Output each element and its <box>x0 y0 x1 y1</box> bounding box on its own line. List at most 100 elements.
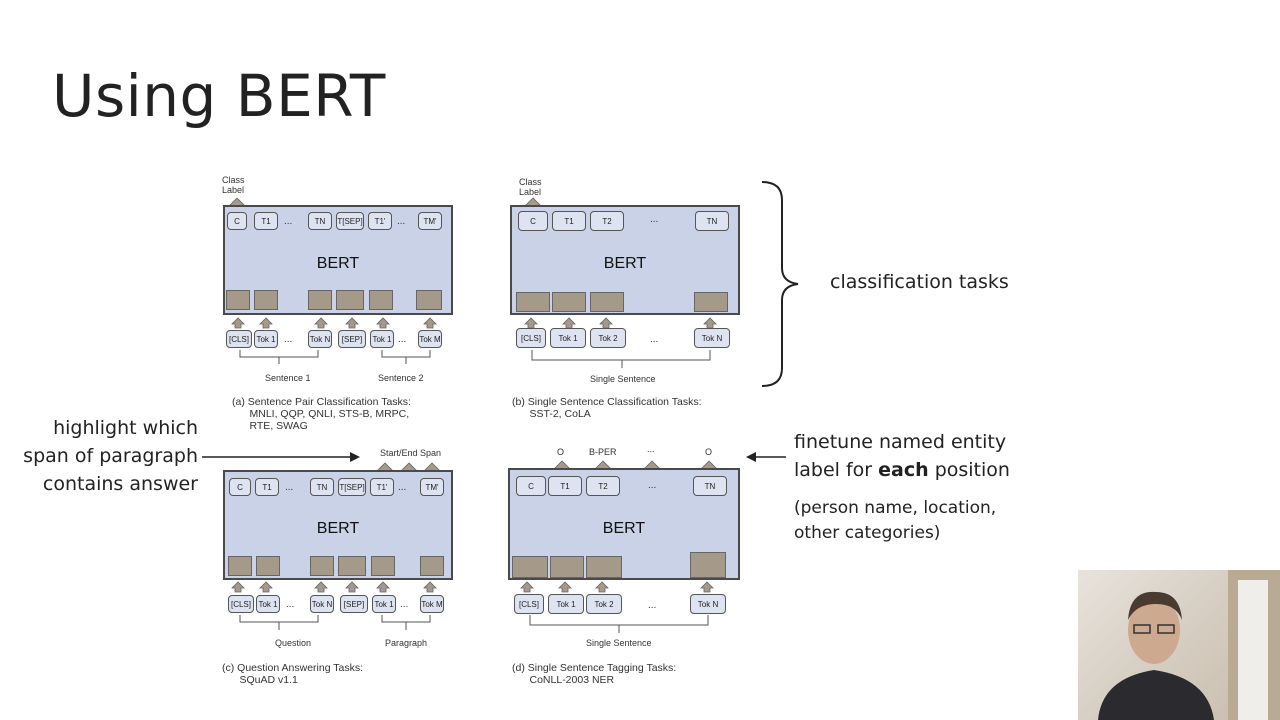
ellipsis: ... <box>648 480 657 491</box>
bracket-single-sentence-b <box>531 350 711 368</box>
embedding-block <box>371 556 395 576</box>
input-token: [SEP] <box>340 595 368 613</box>
bracket-question <box>239 615 319 630</box>
note-ner-text: position <box>928 459 1010 481</box>
embedding-block <box>338 556 366 576</box>
note-ner-line: finetune named entity <box>794 431 1007 453</box>
output-token: T[SEP] <box>338 478 366 496</box>
output-token: C <box>229 478 251 496</box>
embedding-block <box>336 290 364 310</box>
ellipsis: ... <box>397 216 406 227</box>
ellipsis: ... <box>400 599 409 610</box>
classification-brace <box>761 181 799 387</box>
note-span-line: highlight which <box>53 417 198 439</box>
embedding-block <box>590 292 624 312</box>
group-label: Question <box>275 638 312 648</box>
input-token: Tok N <box>694 328 730 348</box>
output-token: TN <box>308 212 332 230</box>
embedding-block <box>694 292 728 312</box>
ner-tag: O <box>705 447 713 457</box>
input-token: Tok 2 <box>590 328 626 348</box>
input-token: Tok 1 <box>370 330 394 348</box>
output-token: C <box>227 212 247 230</box>
output-token: TM' <box>420 478 444 496</box>
input-token: Tok N <box>310 595 334 613</box>
input-token: Tok M <box>420 595 444 613</box>
input-token: [SEP] <box>338 330 366 348</box>
output-token: T1' <box>368 212 392 230</box>
embedding-block <box>308 290 332 310</box>
note-span: highlight which span of paragraph contai… <box>10 414 198 498</box>
note-ner-examples: (person name, location, other categories… <box>794 496 996 546</box>
caption-a: (a) Sentence Pair Classification Tasks: … <box>232 396 411 432</box>
input-token: [CLS] <box>228 595 254 613</box>
input-token: [CLS] <box>516 328 546 348</box>
output-token: TN <box>695 211 729 231</box>
input-token: Tok 1 <box>254 330 278 348</box>
embedding-block <box>310 556 334 576</box>
output-token: TN <box>693 476 727 496</box>
ellipsis: ... <box>284 216 293 227</box>
input-token: Tok 1 <box>550 328 586 348</box>
ner-tag: ... <box>647 444 655 454</box>
note-ner: finetune named entity label for each pos… <box>794 428 1010 484</box>
output-token: TM' <box>418 212 442 230</box>
bert-label-d: BERT <box>602 520 646 537</box>
caption-c: (c) Question Answering Tasks: SQuAD v1.1 <box>222 662 364 686</box>
class-label-b: Class Label <box>519 177 542 197</box>
caption-d: (d) Single Sentence Tagging Tasks: CoNLL… <box>512 662 677 686</box>
note-ner-example-line: other categories) <box>794 523 941 543</box>
presenter-silhouette <box>1098 570 1280 720</box>
input-token: [CLS] <box>514 594 544 614</box>
bert-label-c: BERT <box>316 520 360 537</box>
bracket-sentence-2 <box>381 350 431 364</box>
ellipsis: ... <box>286 599 295 610</box>
group-label: Sentence 1 <box>265 373 311 383</box>
ellipsis: ... <box>648 600 657 611</box>
embedding-block <box>420 556 444 576</box>
embedding-block <box>228 556 252 576</box>
note-classification-tasks: classification tasks <box>830 271 1009 293</box>
span-arrow-head <box>350 452 360 462</box>
input-token: Tok N <box>690 594 726 614</box>
embedding-block <box>552 292 586 312</box>
input-token: Tok M <box>418 330 442 348</box>
ellipsis: ... <box>398 482 407 493</box>
bert-label-a: BERT <box>316 255 360 272</box>
embedding-block <box>516 292 550 312</box>
note-ner-line: label for each position <box>794 456 1010 484</box>
embedding-block <box>512 556 548 578</box>
note-span-line: contains answer <box>42 473 198 495</box>
input-token: Tok 2 <box>586 594 622 614</box>
output-token: T1 <box>255 478 279 496</box>
embedding-block <box>254 290 278 310</box>
output-token: C <box>518 211 548 231</box>
bracket-single-sentence-d <box>529 615 709 633</box>
note-span-line: span of paragraph <box>23 445 198 467</box>
presenter-webcam <box>1078 570 1280 720</box>
output-token: T1 <box>254 212 278 230</box>
note-ner-emphasis: each <box>878 459 929 481</box>
embedding-block <box>256 556 280 576</box>
bert-label-b: BERT <box>603 255 647 272</box>
output-token: T1 <box>552 211 586 231</box>
bracket-paragraph <box>381 615 431 630</box>
input-token: Tok 1 <box>372 595 396 613</box>
group-label: Paragraph <box>385 638 428 648</box>
note-ner-text: label for <box>794 459 879 481</box>
output-token: T2 <box>586 476 620 496</box>
ellipsis: ... <box>650 214 659 225</box>
embedding-block <box>550 556 584 578</box>
ner-arrow-head <box>746 452 756 462</box>
ellipsis: ... <box>650 334 659 345</box>
group-label: Sentence 2 <box>378 373 424 383</box>
output-token: C <box>516 476 546 496</box>
output-token: T1' <box>370 478 394 496</box>
input-token: Tok 1 <box>256 595 280 613</box>
caption-b: (b) Single Sentence Classification Tasks… <box>512 396 702 420</box>
ellipsis: ... <box>285 482 294 493</box>
embedding-block <box>690 552 726 578</box>
ner-tag: B-PER <box>589 447 617 457</box>
span-label: Start/End Span <box>380 448 442 458</box>
group-label: Single Sentence <box>590 374 656 384</box>
